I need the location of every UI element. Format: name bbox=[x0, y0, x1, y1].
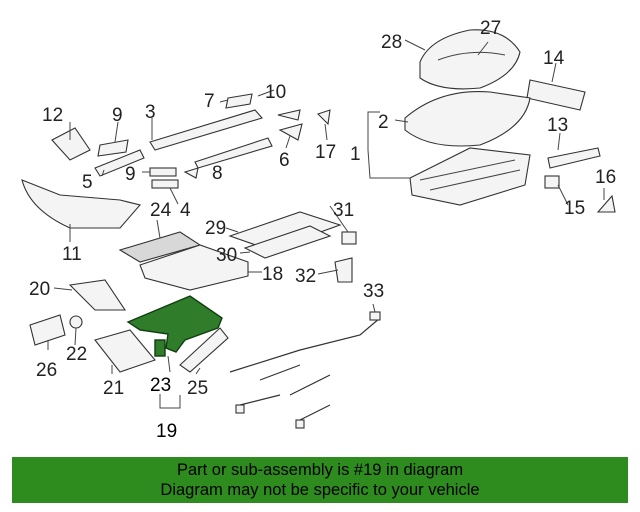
banner-line-1: Part or sub-assembly is #19 in diagram bbox=[176, 461, 464, 479]
slider-4-part bbox=[151, 179, 179, 189]
callout-13: 13 bbox=[547, 115, 568, 136]
bracket-14-part bbox=[526, 79, 586, 111]
callout-1: 1 bbox=[350, 144, 361, 165]
seat-pan-part bbox=[404, 90, 531, 147]
callout-18: 18 bbox=[262, 264, 283, 285]
trim-21-part bbox=[94, 329, 156, 373]
callout-27: 27 bbox=[480, 18, 501, 39]
callout-26: 26 bbox=[36, 360, 57, 381]
callout-25: 25 bbox=[187, 378, 208, 399]
pad-30-part bbox=[243, 225, 332, 259]
callout-7: 7 bbox=[204, 91, 215, 112]
banner-line-2: Diagram may not be specific to your vehi… bbox=[160, 481, 480, 499]
callout-8: 8 bbox=[212, 163, 223, 184]
callout-2: 2 bbox=[378, 112, 389, 133]
seat-cushion-part bbox=[419, 29, 521, 90]
callout-9b: 9 bbox=[125, 164, 136, 185]
knob-17-part bbox=[316, 109, 331, 126]
callout-10: 10 bbox=[265, 82, 286, 103]
cover-20-part bbox=[68, 279, 127, 311]
seat-frame-part bbox=[409, 147, 531, 206]
callout-23: 23 bbox=[150, 375, 171, 396]
slider-9b-part bbox=[149, 167, 177, 177]
callout-9a: 9 bbox=[112, 105, 123, 126]
callout-15: 15 bbox=[564, 198, 585, 219]
callout-21: 21 bbox=[103, 378, 124, 399]
cover-9-part bbox=[97, 139, 129, 157]
bracket-6-part bbox=[278, 123, 303, 141]
tray-26-part bbox=[29, 314, 66, 346]
trim-5-part bbox=[94, 149, 145, 177]
cover-7-part bbox=[225, 93, 253, 109]
track-3-part bbox=[149, 109, 263, 151]
wire-harness-33-part bbox=[229, 311, 381, 429]
cover-10-part bbox=[277, 109, 301, 121]
callout-31: 31 bbox=[333, 200, 354, 221]
clip-15-part bbox=[544, 175, 560, 189]
callout-33: 33 bbox=[363, 281, 384, 302]
callout-24: 24 bbox=[150, 200, 172, 221]
callout-32: 32 bbox=[295, 266, 316, 287]
module-31-part bbox=[341, 231, 357, 245]
callout-28: 28 bbox=[381, 32, 402, 53]
seat-adjuster-19-part bbox=[126, 295, 223, 357]
ring-22-part bbox=[69, 315, 83, 329]
callout-3: 3 bbox=[145, 102, 156, 123]
callout-14: 14 bbox=[543, 48, 565, 69]
rail-right-part bbox=[194, 137, 273, 169]
callout-17: 17 bbox=[315, 142, 336, 163]
callout-11: 11 bbox=[62, 244, 82, 265]
trim-11-part bbox=[21, 179, 142, 229]
callout-4: 4 bbox=[180, 200, 191, 221]
leader-lines bbox=[47, 39, 605, 409]
bracket-32-part bbox=[334, 257, 353, 283]
trim-12-part bbox=[51, 127, 91, 161]
callout-22: 22 bbox=[66, 344, 87, 365]
callout-16: 16 bbox=[595, 167, 616, 188]
callout-29: 29 bbox=[205, 218, 226, 239]
info-banner: Part or sub-assembly is #19 in diagram D… bbox=[12, 457, 628, 503]
callout-5: 5 bbox=[82, 172, 93, 193]
callout-20: 20 bbox=[29, 279, 50, 300]
slider-8-part bbox=[183, 167, 199, 179]
cap-16-part bbox=[596, 194, 616, 213]
parts-diagram: 28 27 14 10 7 12 9 3 2 13 1 17 6 5 9 8 4… bbox=[21, 18, 616, 442]
callout-30: 30 bbox=[216, 245, 237, 266]
callout-19: 19 bbox=[156, 421, 177, 442]
callout-6: 6 bbox=[279, 150, 290, 171]
callout-12: 12 bbox=[42, 105, 63, 126]
rail-13-part bbox=[547, 147, 601, 169]
frame-18-part bbox=[139, 244, 249, 291]
trim-25-part bbox=[179, 327, 229, 373]
